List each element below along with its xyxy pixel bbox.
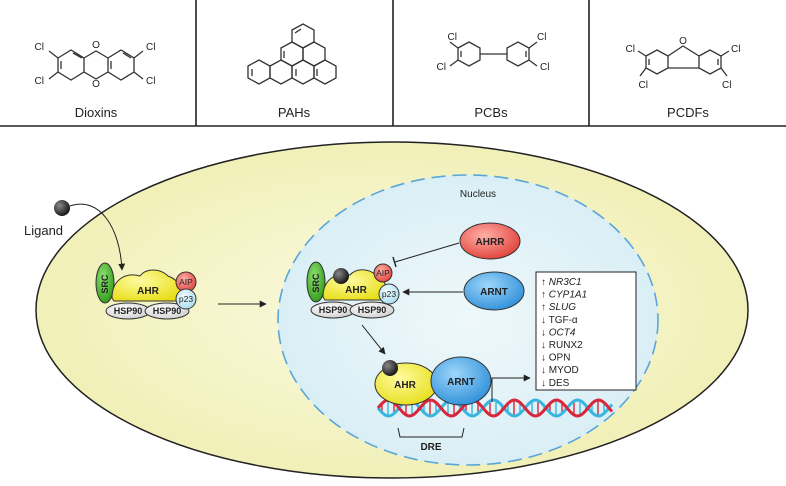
target-gene-item: ↓ RUNX2 [541, 340, 583, 351]
cytoplasmic-ahr-complex: SRC AHR AIP p23 HSP90 HSP90 [95, 262, 197, 320]
pcb-structure [449, 41, 538, 67]
pcb-cl-label: Cl [437, 62, 446, 73]
nuclear-ahr-complex: SRC AHR AIP p23 HSP90 HSP90 [306, 261, 400, 319]
hsp90-label: HSP90 [358, 305, 387, 315]
nucleus-label: Nucleus [460, 189, 496, 200]
ahrr-label: AHRR [476, 237, 506, 248]
dioxin-structure [48, 49, 144, 81]
aip-label: AIP [179, 277, 193, 287]
transcription-arrow [491, 374, 531, 402]
target-gene-item: ↓ OPN [541, 353, 570, 364]
oxygen-atom: O [92, 79, 100, 90]
dimerization-arrow [361, 324, 386, 355]
ahrr-protein [459, 222, 521, 260]
hsp90-label: HSP90 [319, 305, 348, 315]
pcb-cl-label: Cl [540, 62, 549, 73]
pcb-cl-label: Cl [448, 32, 457, 43]
target-gene-box [535, 271, 637, 391]
compound-name-dioxins: Dioxins [75, 105, 118, 120]
target-gene-item: ↑ CYP1A1 [541, 290, 587, 301]
pcdf-structure [637, 45, 730, 77]
oxygen-atom: O [679, 36, 687, 47]
compound-panel: O O Cl Cl Cl Cl Dioxins PAHs [0, 0, 786, 127]
ligand-label: Ligand [24, 223, 63, 238]
ahr-label: AHR [137, 286, 159, 297]
ahrr-inhibition-line [394, 242, 460, 263]
hsp90-protein [144, 302, 190, 320]
target-gene-item: ↓ TGF-α [541, 315, 578, 326]
ahr-arnt-dimer: AHR ARNT [374, 356, 492, 406]
dna-helix [376, 398, 614, 418]
dre-label: DRE [420, 442, 441, 453]
target-gene-item: ↓ OCT4 [541, 327, 576, 338]
dna-strand [376, 398, 614, 418]
dimer-ahr-label: AHR [394, 380, 416, 391]
bound-ligand [333, 268, 349, 284]
hsp90-label: HSP90 [153, 306, 182, 316]
p23-protein [378, 283, 400, 305]
compound-name-pcbs: PCBs [474, 105, 508, 120]
src-label: SRC [311, 273, 321, 293]
aip-label: AIP [376, 268, 390, 278]
target-gene-item: ↑ SLUG [541, 302, 576, 313]
pcdf-cl-label: Cl [731, 44, 740, 55]
dioxin-cl-label: Cl [146, 76, 155, 87]
bound-ligand [382, 360, 398, 376]
src-protein [95, 262, 115, 304]
arnt-protein [430, 356, 492, 406]
p23-label: p23 [382, 289, 396, 299]
target-gene-list: ↑ NR3C1 ↑ CYP1A1↑ SLUG ↓ TGF-α↓ OCT4 ↓ RUNX… [541, 277, 587, 389]
ahr-label: AHR [345, 285, 367, 296]
hsp90-label: HSP90 [114, 306, 143, 316]
pah-structure [247, 23, 337, 85]
dioxin-cl-label: Cl [35, 76, 44, 87]
compound-name-pcdfs: PCDFs [667, 105, 709, 120]
dioxin-cl-label: Cl [35, 42, 44, 53]
ligand-entry-arrow [69, 203, 126, 271]
src-label: SRC [100, 274, 110, 294]
p23-protein [175, 288, 197, 310]
pcdf-cl-label: Cl [639, 80, 648, 91]
arnt-label: ARNT [480, 287, 508, 298]
target-gene-item: ↓ MYOD [541, 365, 579, 376]
nucleus [277, 174, 659, 466]
src-protein [306, 261, 326, 303]
oxygen-atom: O [92, 40, 100, 51]
p23-label: p23 [179, 294, 193, 304]
inhibition-bar [392, 256, 397, 268]
pcdf-cl-label: Cl [722, 80, 731, 91]
pcdf-cl-label: Cl [626, 44, 635, 55]
aip-protein [373, 263, 393, 283]
compound-name-pahs: PAHs [278, 105, 311, 120]
hsp90-protein [349, 301, 395, 319]
dna-strand [376, 398, 614, 418]
dimer-arnt-label: ARNT [447, 377, 475, 388]
target-gene-item: ↑ NR3C1 [541, 277, 582, 288]
dre-bracket [397, 427, 465, 438]
ligand-molecule [54, 200, 70, 216]
dioxin-cl-label: Cl [146, 42, 155, 53]
target-gene-item: ↓ DES [541, 378, 570, 389]
arnt-protein [463, 271, 525, 311]
pcb-cl-label: Cl [537, 32, 546, 43]
